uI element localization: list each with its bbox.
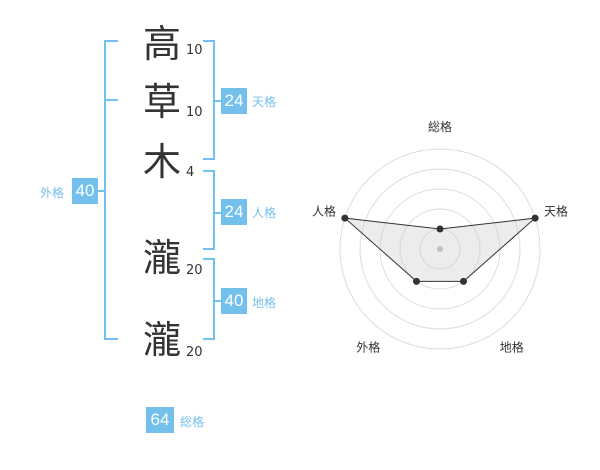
- chikaku-score-badge: 40: [221, 288, 247, 314]
- radar-axis-label-2: 天格: [544, 203, 568, 218]
- radar-center-dot: [437, 246, 443, 252]
- tenkaku-bracket-link: [213, 100, 221, 102]
- chikaku-bracket-line: [213, 258, 215, 340]
- radar-point-4: [412, 277, 420, 285]
- stroke-count-1: 10: [186, 43, 203, 58]
- tenkaku-bracket-bottom: [203, 158, 215, 160]
- jinkaku-bracket-line: [213, 170, 215, 250]
- stroke-count-3: 4: [186, 165, 195, 180]
- gaikaku-bracket-line: [104, 40, 106, 340]
- gaikaku-bracket-bottom: [104, 338, 118, 340]
- radar-axis-label-4: 外格: [356, 340, 380, 355]
- radar-point-5: [341, 214, 349, 222]
- chikaku-bracket-bottom: [203, 338, 215, 340]
- name-char-3: 木: [142, 140, 181, 184]
- radar-axis-label-3: 地格: [500, 340, 524, 355]
- jinkaku-label: 人格: [252, 206, 277, 220]
- soukaku-score-badge: 64: [146, 407, 174, 433]
- chikaku-bracket-top: [203, 258, 215, 260]
- radar-series-area: [343, 217, 537, 282]
- soukaku-label: 総格: [180, 415, 205, 429]
- name-char-4: 瀧: [142, 236, 181, 280]
- name-char-5: 瀧: [142, 318, 181, 362]
- stroke-count-5: 20: [186, 345, 203, 360]
- name-char-2: 草: [142, 80, 181, 124]
- radar-grid-ring: [359, 168, 521, 330]
- chikaku-label: 地格: [252, 296, 277, 310]
- radar-point-2: [531, 214, 539, 222]
- name-char-1: 高: [142, 22, 181, 66]
- radar-point-1: [436, 225, 444, 233]
- gaikaku-bracket-tick: [104, 99, 118, 101]
- radar-grid-ring: [399, 208, 481, 290]
- radar-grid-ring: [339, 148, 541, 350]
- gaikaku-bracket-link: [96, 190, 104, 192]
- tenkaku-bracket-top: [203, 40, 215, 42]
- gaikaku-label: 外格: [40, 186, 65, 200]
- jinkaku-score-badge: 24: [221, 199, 247, 225]
- stroke-count-2: 10: [186, 105, 203, 120]
- stroke-count-4: 20: [186, 263, 203, 278]
- radar-point-3: [460, 277, 468, 285]
- jinkaku-bracket-bottom: [203, 248, 215, 250]
- gaikaku-bracket-top: [104, 40, 118, 42]
- jinkaku-bracket-top: [203, 170, 215, 172]
- jinkaku-bracket-link: [213, 212, 221, 214]
- chikaku-bracket-link: [213, 300, 221, 302]
- tenkaku-score-badge: 24: [221, 88, 247, 114]
- tenkaku-label: 天格: [252, 95, 277, 109]
- gaikaku-score-badge: 40: [72, 178, 98, 204]
- radar-axis-label-5: 人格: [312, 203, 336, 218]
- radar-axis-label-1: 総格: [428, 119, 452, 134]
